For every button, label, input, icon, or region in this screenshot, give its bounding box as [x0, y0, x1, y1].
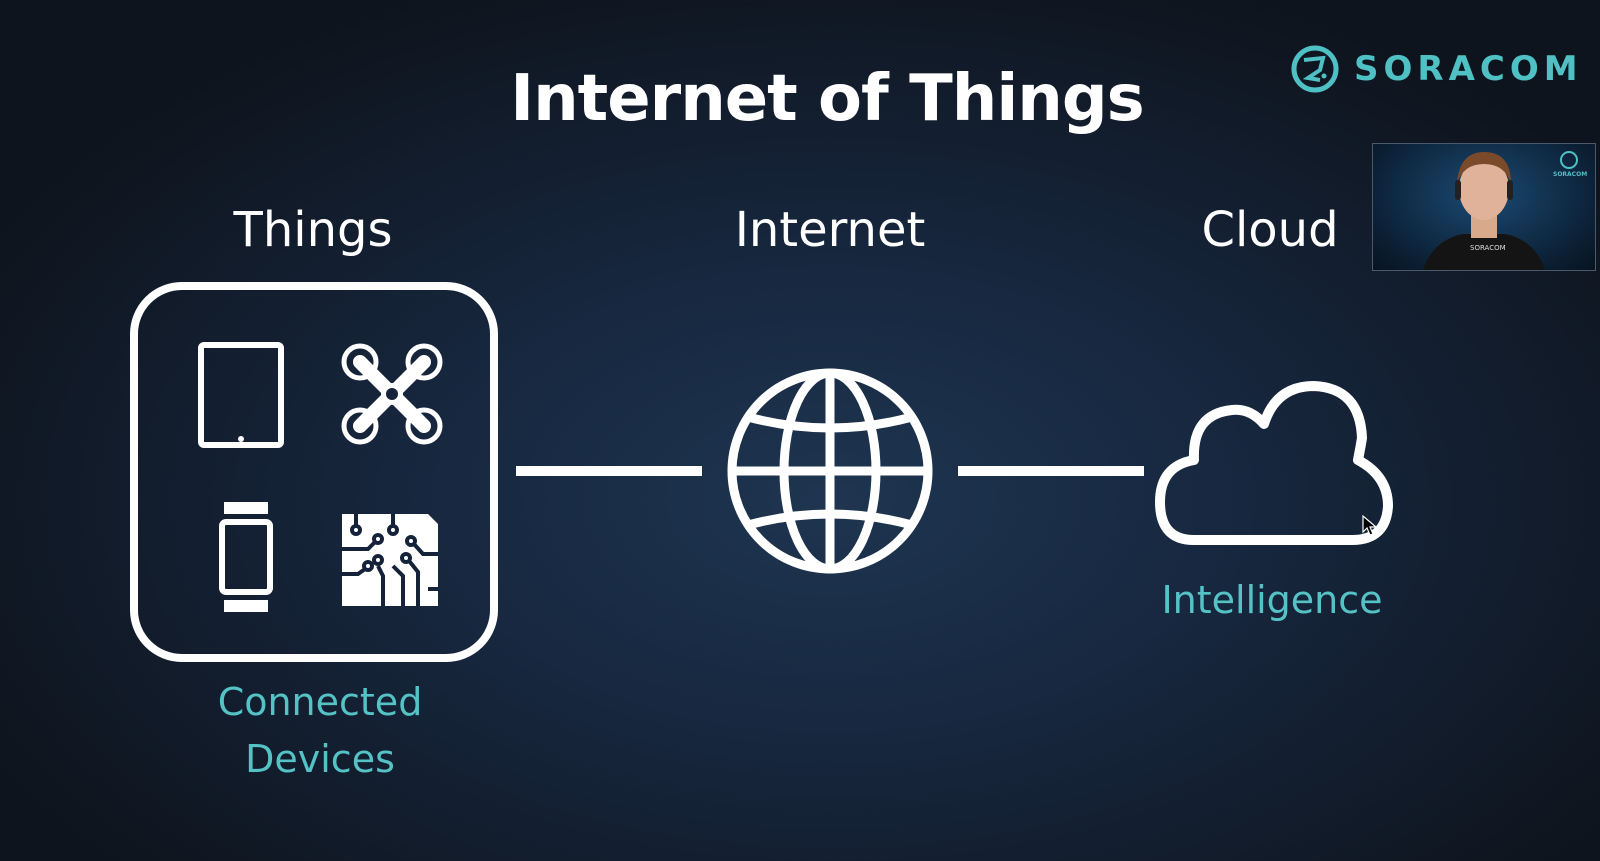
things-caption-line1: Connected: [217, 680, 423, 724]
drone-icon: [341, 343, 443, 445]
connector-line-right: [958, 466, 1144, 476]
globe-icon: [727, 368, 933, 574]
cloud-caption: Intelligence: [1161, 578, 1383, 622]
cloud-icon: [1155, 381, 1393, 545]
connector-line-left: [516, 466, 702, 476]
mouse-cursor-icon: [1362, 515, 1378, 536]
smartwatch-icon: [219, 502, 273, 612]
shirt-text: SORACOM: [1470, 244, 1506, 252]
circuit-chip-icon: [338, 514, 438, 606]
things-caption-line2: Devices: [245, 737, 395, 781]
cloud-heading: Cloud: [1201, 202, 1339, 258]
internet-heading: Internet: [734, 202, 926, 258]
presenter-video: [1423, 151, 1578, 270]
tablet-icon: [198, 342, 284, 448]
things-box: [130, 282, 498, 662]
webcam-logo-text: SORACOM: [1553, 171, 1588, 178]
soracom-logo-text: SORACOM: [1354, 49, 1583, 89]
slide-title: Internet of Things: [510, 62, 1145, 136]
things-heading: Things: [233, 202, 393, 258]
webcam-overlay: SORACOM SORACOM: [1372, 143, 1596, 271]
soracom-logo: SORACOM: [1290, 44, 1583, 94]
soracom-logo-icon: [1291, 45, 1339, 93]
